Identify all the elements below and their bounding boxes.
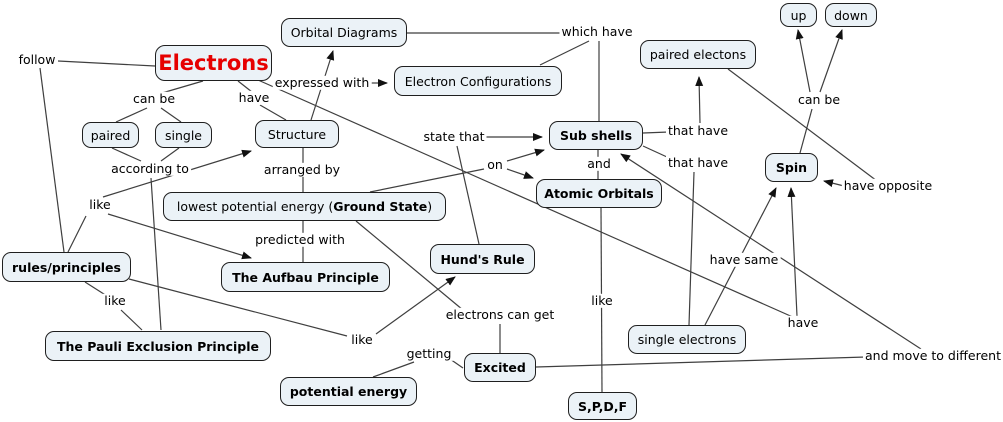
edge-label-and-move-to-different[interactable]: and move to different [863,347,1003,364]
edge-label-like-1[interactable]: like [87,196,113,213]
edge-label-state-that[interactable]: state that [421,128,487,145]
node-electron-configurations[interactable]: Electron Configurations [394,66,562,96]
node-rules-principles[interactable]: rules/principles [2,252,131,282]
edge-label-that-have-2[interactable]: that have [665,154,731,171]
edge-label-predicted-with[interactable]: predicted with [253,231,347,248]
node-orbital-diagrams[interactable]: Orbital Diagrams [281,18,407,47]
ground-state-suffix: ) [427,199,433,214]
edge-label-on[interactable]: on [485,156,505,173]
node-aufbau-principle[interactable]: The Aufbau Principle [221,262,390,292]
edge-label-which-have[interactable]: which have [559,23,635,40]
node-up[interactable]: up [780,3,817,27]
edge-label-expressed-with[interactable]: expressed with [272,74,372,91]
node-sub-shells[interactable]: Sub shells [549,121,643,150]
node-single[interactable]: single [155,122,212,148]
node-atomic-orbitals[interactable]: Atomic Orbitals [536,179,662,208]
edge-label-follow[interactable]: follow [16,51,58,68]
edge-label-like-4[interactable]: like [589,292,615,309]
edge-label-have-opposite[interactable]: have opposite [841,177,935,194]
node-potential-energy[interactable]: potential energy [280,377,417,406]
edge-label-like-3[interactable]: like [349,331,375,348]
node-excited[interactable]: Excited [464,353,536,382]
edge-label-like-2[interactable]: like [102,292,128,309]
node-paired[interactable]: paired [82,122,139,148]
edge-label-can-be-1[interactable]: can be [130,90,178,107]
edge-label-have-1[interactable]: have [236,89,272,106]
node-paired-electons[interactable]: paired electons [640,40,756,69]
node-pauli-exclusion-principle[interactable]: The Pauli Exclusion Principle [45,331,271,361]
node-hunds-rule[interactable]: Hund's Rule [430,244,535,274]
edge-label-have-2[interactable]: have [785,314,821,331]
edge-label-can-be-2[interactable]: can be [795,91,843,108]
ground-state-bold-text: Ground State [333,199,428,214]
edge-label-that-have-1[interactable]: that have [665,122,731,139]
edge-label-arranged-by[interactable]: arranged by [261,161,343,178]
node-single-electrons[interactable]: single electrons [628,325,746,354]
node-structure[interactable]: Structure [255,120,339,148]
node-electrons[interactable]: Electrons [155,45,272,81]
ground-state-text: lowest potential energy ( [176,199,334,214]
node-ground-state[interactable]: lowest potential energy (Ground State) [163,192,446,221]
edge-label-getting[interactable]: getting [404,345,454,362]
node-spin[interactable]: Spin [765,153,818,182]
node-spdf[interactable]: S,P,D,F [568,392,637,420]
edge-label-and[interactable]: and [585,155,613,172]
edge-label-according-to[interactable]: according to [109,160,191,177]
node-down[interactable]: down [825,3,877,27]
edge-label-electrons-can-get[interactable]: electrons can get [443,306,557,323]
edge-label-have-same[interactable]: have same [707,251,781,268]
